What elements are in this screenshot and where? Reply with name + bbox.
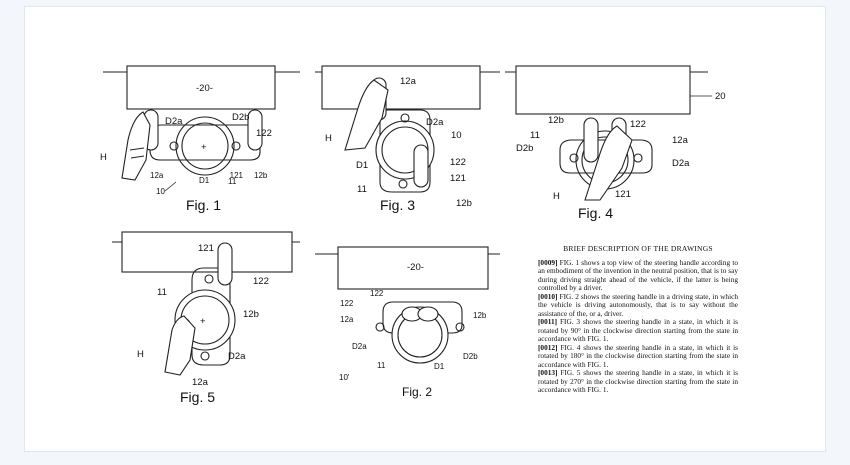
fig1-label-d2b: D2b [232,112,249,123]
fig1-label-11: 11 [228,177,237,186]
fig1-label-122: 122 [256,128,272,139]
paragraph-number: [0013] [538,368,558,377]
paragraph-number: [0011] [538,317,558,326]
figure-2: -20- 122 122 12a 12b D2a D2b 11 D1 10' F… [315,246,500,399]
paragraph-text: FIG. 1 shows a top view of the steering … [538,257,738,292]
fig5-label-h: H [137,349,144,360]
fig5-label-12a: 12a [192,377,209,388]
paragraph-0011: [0011] FIG. 3 shows the steering handle … [538,317,739,344]
fig5-label-122: 122 [253,276,269,287]
fig2-label-12b: 12b [473,311,487,320]
fig4-label-12a: 12a [672,135,689,146]
paragraph-0010: [0010] FIG. 2 shows the steering handle … [538,291,738,319]
brief-description: BRIEF DESCRIPTION OF THE DRAWINGS [0009]… [538,244,739,395]
fig2-body-label: -20- [407,262,424,273]
paragraph-number: [0010] [538,291,558,301]
fig3-label-12b: 12b [456,198,472,209]
paragraph-text: FIG. 2 shows the steering handle in a dr… [538,291,738,318]
fig3-label-122: 122 [450,157,466,168]
fig5-label-11: 11 [157,287,167,298]
fig3-label-10: 10 [451,130,462,141]
fig3-label-d1: D1 [356,160,368,171]
fig5-caption: Fig. 5 [180,389,215,405]
fig2-caption: Fig. 2 [402,385,432,399]
figure-5: + 121 122 11 12b H D2a 12a Fig. 5 [112,231,300,405]
fig3-label-11: 11 [357,184,367,195]
fig2-label-122b: 122 [340,299,354,308]
fig3-caption: Fig. 3 [380,197,415,213]
fig3-label-d2a: D2a [426,117,444,128]
fig1-label-d2a: D2a [165,116,183,127]
paragraph-0012: [0012] FIG. 4 shows the steering handle … [538,342,739,370]
figure-1: -20- + D2a D2b H 12a 122 12b 121 11 D1 1… [100,65,300,213]
fig2-label-11: 11 [377,361,386,370]
fig1-label-10: 10 [156,187,165,196]
fig1-body-label: -20- [196,83,213,94]
fig4-label-h: H [553,191,560,202]
fig4-caption: Fig. 4 [578,205,613,221]
svg-text:+: + [201,142,207,153]
paragraph-number: [0012] [538,342,558,352]
paragraph-0013: [0013] FIG. 5 shows the steering handle … [538,368,739,395]
fig5-label-12b: 12b [243,309,259,320]
svg-text:+: + [200,316,206,327]
description-title: BRIEF DESCRIPTION OF THE DRAWINGS [563,244,713,253]
fig4-label-11: 11 [530,130,540,141]
fig3-label-h: H [325,133,332,144]
paragraph-text: FIG. 4 shows the steering handle in a st… [538,342,739,369]
fig5-label-121: 121 [198,243,214,254]
fig3-label-121: 121 [450,173,466,184]
paragraph-number: [0009] [538,257,558,267]
fig2-label-d2b: D2b [463,352,478,361]
fig1-label-d1: D1 [199,176,210,185]
fig1-caption: Fig. 1 [186,197,221,213]
fig1-label-h: H [100,152,107,163]
fig3-label-12a: 12a [400,76,417,87]
fig2-label-10: 10' [339,373,350,382]
paragraph-text: FIG. 3 shows the steering handle in a st… [538,317,739,343]
fig2-label-122: 122 [370,289,384,298]
fig5-label-d2a: D2a [228,351,246,362]
fig2-label-d1: D1 [434,362,445,371]
fig4-label-d2a: D2a [672,158,690,169]
fig4-label-20: 20 [715,91,726,102]
paragraph-0009: [0009] FIG. 1 shows a top view of the st… [538,257,738,293]
fig4-label-121: 121 [615,189,631,200]
figure-4: 20 12b 122 11 12a D2b D2a H 121 Fig. 4 [505,65,726,221]
fig4-label-d2b: D2b [516,143,533,154]
fig1-label-121: 121 [230,171,244,180]
paragraph-text: FIG. 5 shows the steering handle in a st… [538,368,739,394]
fig1-label-12a: 12a [150,171,164,180]
fig2-label-d2a: D2a [352,342,367,351]
figure-3: 12a D2a 10 H D1 122 121 11 12b Fig. 3 [315,65,500,213]
fig4-label-12b: 12b [548,115,564,126]
fig2-label-12a: 12a [340,315,354,324]
fig1-label-12b: 12b [254,171,268,180]
fig4-label-122: 122 [630,119,646,130]
